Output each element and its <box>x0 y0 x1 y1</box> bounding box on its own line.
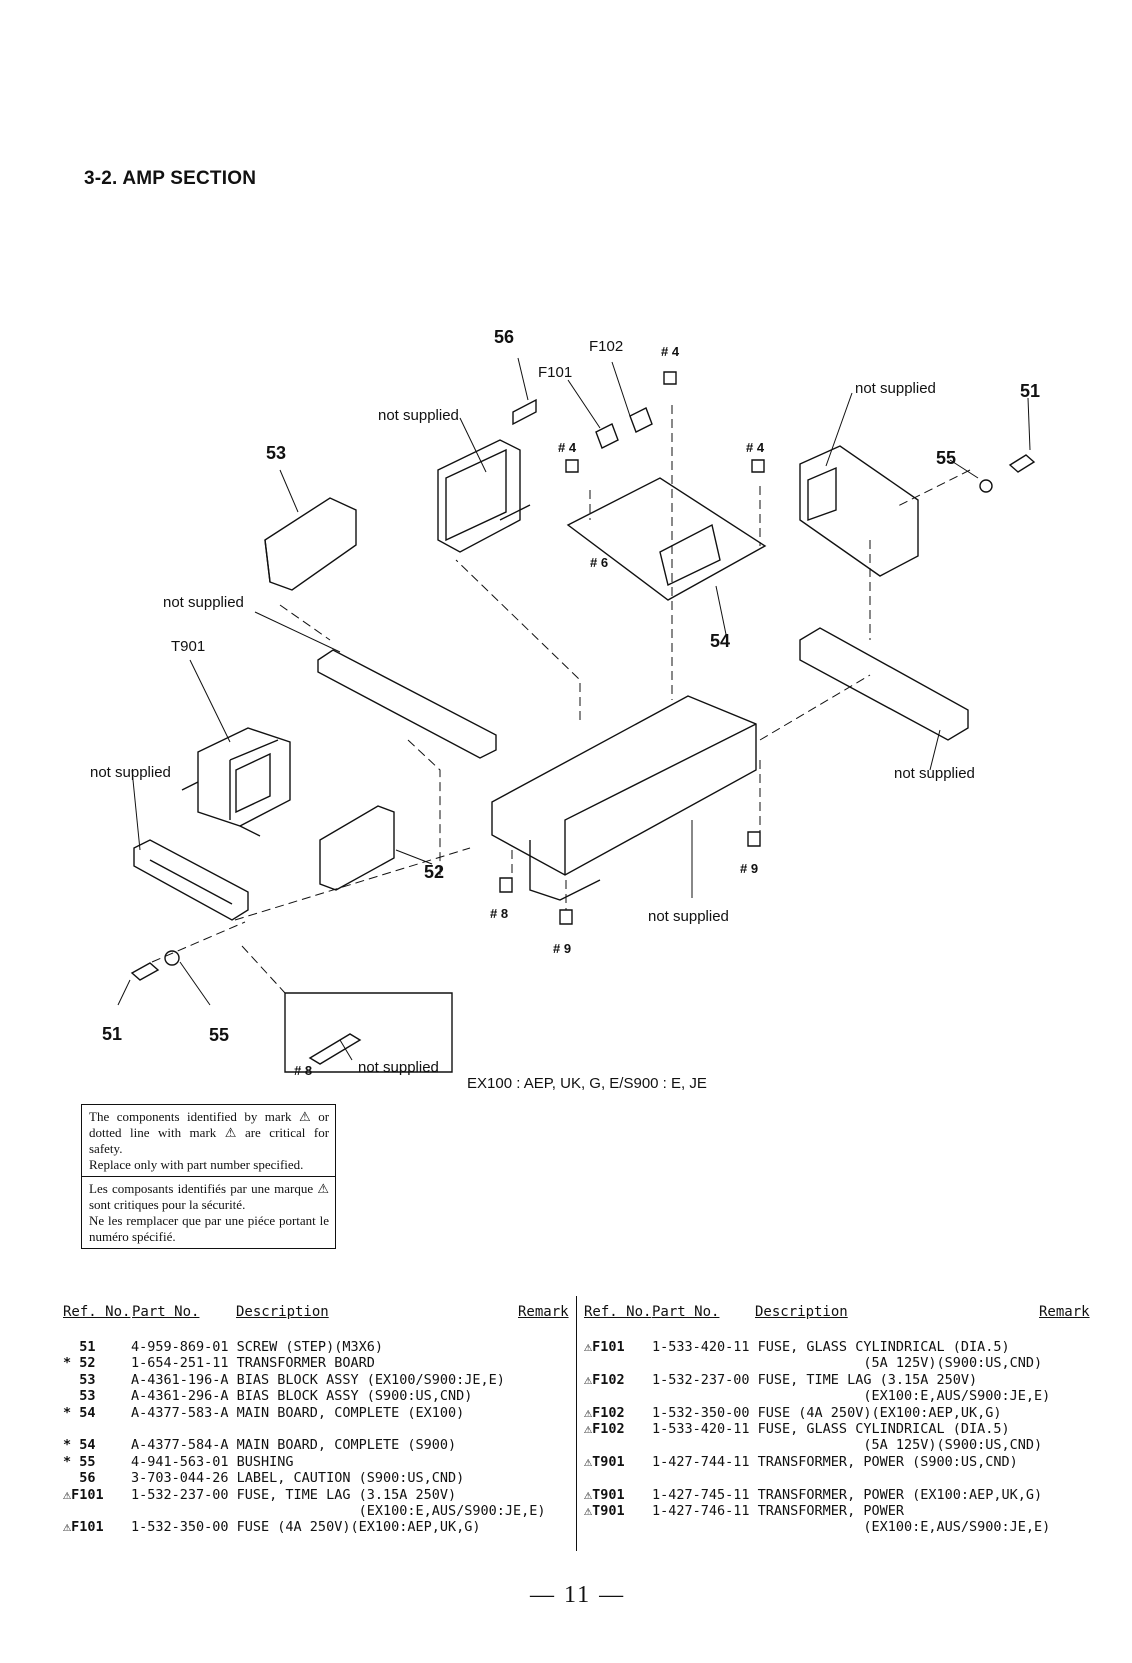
table-cell-ref: * 52 <box>63 1355 96 1372</box>
safety-text: sont critiques pour la sécurité. <box>89 1197 246 1212</box>
not-supplied-label: not supplied <box>378 407 459 424</box>
col-header-desc: Description <box>755 1304 848 1320</box>
parts-list-right: ⚠F101 1-533-420-11 FUSE, GLASS CYLINDRICA… <box>584 1339 1084 1539</box>
col-header-remark: Remark <box>1039 1304 1090 1320</box>
table-cell-ref: ⚠T901 <box>584 1453 625 1470</box>
parts-list-left: 51 4-959-869-01 SCREW (STEP)(M3X6) * 52 1-6… <box>63 1339 563 1539</box>
callout-56: 56 <box>494 327 514 347</box>
safety-notice-french: Les composants identifiés par une marque… <box>82 1176 335 1248</box>
safety-notice-english: The components identified by mark ⚠ or d… <box>82 1105 335 1176</box>
screw-callout-6: # 6 <box>590 555 608 570</box>
table-row: 1-532-237-00 FUSE, TIME LAG (3.15A 250V) <box>131 1486 457 1503</box>
table-cell-ref: ⚠F101 <box>584 1339 625 1355</box>
column-divider <box>576 1296 577 1551</box>
table-row: 1-532-237-00 FUSE, TIME LAG (3.15A 250V) <box>652 1371 978 1388</box>
callout-t901: T901 <box>171 638 205 655</box>
table-row: A-4361-196-A BIAS BLOCK ASSY (EX100/S900… <box>131 1371 505 1388</box>
table-row: 1-532-350-00 FUSE (4A 250V)(EX100:AEP,UK… <box>131 1519 481 1536</box>
table-row: 1-427-745-11 TRANSFORMER, POWER (EX100:A… <box>652 1486 1043 1503</box>
table-row: (5A 125V)(S900:US,CND) <box>652 1437 1043 1454</box>
table-row: 3-703-044-26 LABEL, CAUTION (S900:US,CND… <box>131 1470 465 1487</box>
table-cell-ref: 51 <box>63 1339 96 1355</box>
table-row: (EX100:E,AUS/S900:JE,E) <box>652 1519 1051 1536</box>
not-supplied-label: not supplied <box>163 594 244 611</box>
col-header-part: Part No. <box>652 1304 720 1320</box>
table-cell-ref: 56 <box>63 1470 96 1487</box>
col-header-remark: Remark <box>518 1304 569 1320</box>
table-cell-ref: ⚠F101 <box>63 1519 104 1536</box>
table-cell-ref: 53 <box>63 1388 96 1405</box>
screw-callout-4c: # 4 <box>746 440 765 455</box>
callout-55-left: 55 <box>209 1025 229 1045</box>
table-row: 4-941-563-01 BUSHING <box>131 1453 294 1470</box>
page-number: — 11 — <box>530 1582 626 1608</box>
screw-callout-8a: # 8 <box>490 906 508 921</box>
table-cell-ref: ⚠F102 <box>584 1404 625 1421</box>
callout-f101: F101 <box>538 364 572 381</box>
screw-callout-4b: # 4 <box>558 440 577 455</box>
table-cell-ref: ⚠F101 <box>63 1486 104 1503</box>
callout-54: 54 <box>710 631 730 651</box>
table-row: (EX100:E,AUS/S900:JE,E) <box>131 1503 546 1519</box>
safety-notice: The components identified by mark ⚠ or d… <box>81 1104 336 1249</box>
safety-text: The components identified by mark <box>89 1109 292 1124</box>
table-cell-ref: * 55 <box>63 1453 96 1470</box>
section-title: 3-2. AMP SECTION <box>84 168 257 189</box>
table-cell-ref: 53 <box>63 1371 96 1388</box>
callout-f102: F102 <box>589 338 623 355</box>
table-row: A-4377-583-A MAIN BOARD, COMPLETE (EX100… <box>131 1404 465 1421</box>
table-row: A-4361-296-A BIAS BLOCK ASSY (S900:US,CN… <box>131 1388 473 1405</box>
warning-triangle-icon: ⚠ <box>317 1181 329 1196</box>
warning-triangle-icon: ⚠ <box>299 1109 311 1124</box>
table-row: 1-427-744-11 TRANSFORMER, POWER (S900:US… <box>652 1453 1018 1470</box>
screw-callout-4a: # 4 <box>661 344 680 359</box>
safety-text: or dotted line with mark <box>89 1109 330 1140</box>
callout-51-right: 51 <box>1020 381 1040 401</box>
callout-51-left: 51 <box>102 1024 122 1044</box>
col-header-desc: Description <box>236 1304 329 1320</box>
table-row: 1-427-746-11 TRANSFORMER, POWER <box>652 1503 904 1519</box>
table-cell-ref: ⚠T901 <box>584 1503 625 1519</box>
screw-callout-9b: # 9 <box>553 941 571 956</box>
table-row: 1-654-251-11 TRANSFORMER BOARD <box>131 1355 375 1372</box>
table-row: (5A 125V)(S900:US,CND) <box>652 1355 1043 1372</box>
table-row: 1-533-420-11 FUSE, GLASS CYLINDRICAL (DI… <box>652 1339 1010 1355</box>
screw-callout-9a: # 9 <box>740 861 758 876</box>
not-supplied-label: not supplied <box>894 765 975 782</box>
safety-text: Replace only with part number specified. <box>89 1157 304 1172</box>
table-cell-ref: * 54 <box>63 1404 96 1421</box>
callout-55-right: 55 <box>936 448 956 468</box>
col-header-ref: Ref. No. <box>63 1304 131 1320</box>
table-row: (EX100:E,AUS/S900:JE,E) <box>652 1388 1051 1405</box>
not-supplied-label: not supplied <box>648 908 729 925</box>
callout-52: 52 <box>424 862 444 882</box>
table-cell-ref: * 54 <box>63 1437 96 1454</box>
table-cell-ref: ⚠F102 <box>584 1371 625 1388</box>
not-supplied-label: not supplied <box>358 1059 439 1076</box>
table-row: A-4377-584-A MAIN BOARD, COMPLETE (S900) <box>131 1437 457 1454</box>
variant-note: EX100 : AEP, UK, G, E/S900 : E, JE <box>467 1075 707 1092</box>
table-cell-ref: ⚠T901 <box>584 1486 625 1503</box>
safety-text: Ne les remplacer que par une piéce porta… <box>89 1213 329 1244</box>
not-supplied-label: not supplied <box>855 380 936 397</box>
table-cell-ref: ⚠F102 <box>584 1421 625 1437</box>
callout-53: 53 <box>266 443 286 463</box>
table-row: 1-533-420-11 FUSE, GLASS CYLINDRICAL (DI… <box>652 1421 1010 1437</box>
col-header-part: Part No. <box>132 1304 200 1320</box>
screw-callout-8b: # 8 <box>294 1063 312 1078</box>
safety-text: Les composants identifiés par une marque <box>89 1181 314 1196</box>
col-header-ref: Ref. No. <box>584 1304 652 1320</box>
not-supplied-label: not supplied <box>90 764 171 781</box>
warning-triangle-icon: ⚠ <box>224 1125 237 1140</box>
safety-text: are critical for safety. <box>89 1125 330 1156</box>
table-row: 4-959-869-01 SCREW (STEP)(M3X6) <box>131 1339 383 1355</box>
table-row: 1-532-350-00 FUSE (4A 250V)(EX100:AEP,UK… <box>652 1404 1002 1421</box>
